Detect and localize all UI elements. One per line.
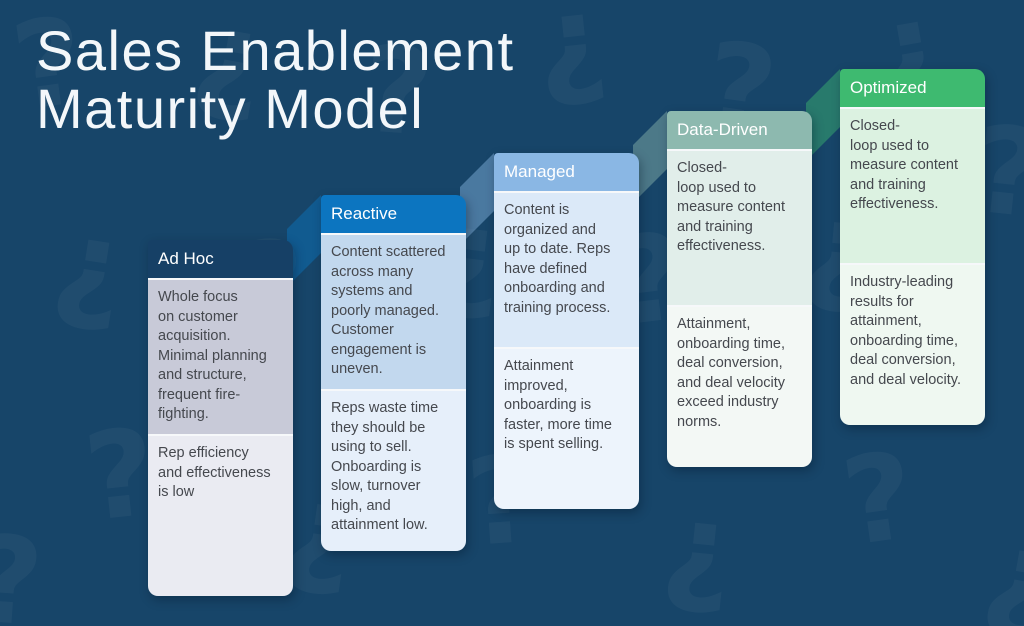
stage-bottom-description-data-driven: Attainment, onboarding time, deal conver… [667,307,812,467]
step-connector-optimized [806,69,840,161]
stage-top-description-optimized: Closed- loop used to measure content and… [840,107,985,265]
stage-header-managed: Managed [494,153,639,191]
svg-text:¿: ¿ [657,476,741,622]
page-title-line-2: Maturity Model [36,77,425,140]
stage-header-ad-hoc: Ad Hoc [148,240,293,278]
stage-card-reactive: Reactive Content scattered across many s… [321,195,466,551]
stage-card-managed: Managed Content is organized and up to d… [494,153,639,509]
stage-card-ad-hoc: Ad Hoc Whole focus on customer acquisiti… [148,240,293,596]
svg-text:¿: ¿ [529,0,613,114]
step-connector-managed [460,153,494,245]
stage-bottom-description-reactive: Reps waste time they should be using to … [321,391,466,551]
stage-card-optimized: Optimized Closed- loop used to measure c… [840,69,985,425]
step-connector-data-driven [633,111,667,203]
stage-title-optimized: Optimized [850,78,927,97]
stage-bottom-description-ad-hoc: Rep efficiency and effectiveness is low [148,436,293,596]
page-title-line-1: Sales Enablement [36,19,515,82]
stage-bottom-description-optimized: Industry-leading results for attainment,… [840,265,985,425]
stage-top-description-data-driven: Closed- loop used to measure content and… [667,149,812,307]
stage-bottom-description-managed: Attainment improved, onboarding is faste… [494,349,639,509]
step-connector-reactive [287,195,321,287]
stage-card-data-driven: Data-Driven Closed- loop used to measure… [667,111,812,467]
stage-top-description-reactive: Content scattered across many systems an… [321,233,466,391]
svg-text:?: ? [358,20,437,164]
stage-title-ad-hoc: Ad Hoc [158,249,214,268]
stage-top-description-ad-hoc: Whole focus on customer acquisition. Min… [148,278,293,436]
page-title: Sales Enablement Maturity Model [36,22,515,138]
stage-header-optimized: Optimized [840,69,985,107]
stage-title-managed: Managed [504,162,575,181]
stage-title-data-driven: Data-Driven [677,120,768,139]
stage-top-description-managed: Content is organized and up to date. Rep… [494,191,639,349]
stage-title-reactive: Reactive [331,204,398,223]
stage-header-reactive: Reactive [321,195,466,233]
svg-text:?: ? [0,510,47,626]
stage-header-data-driven: Data-Driven [667,111,812,149]
